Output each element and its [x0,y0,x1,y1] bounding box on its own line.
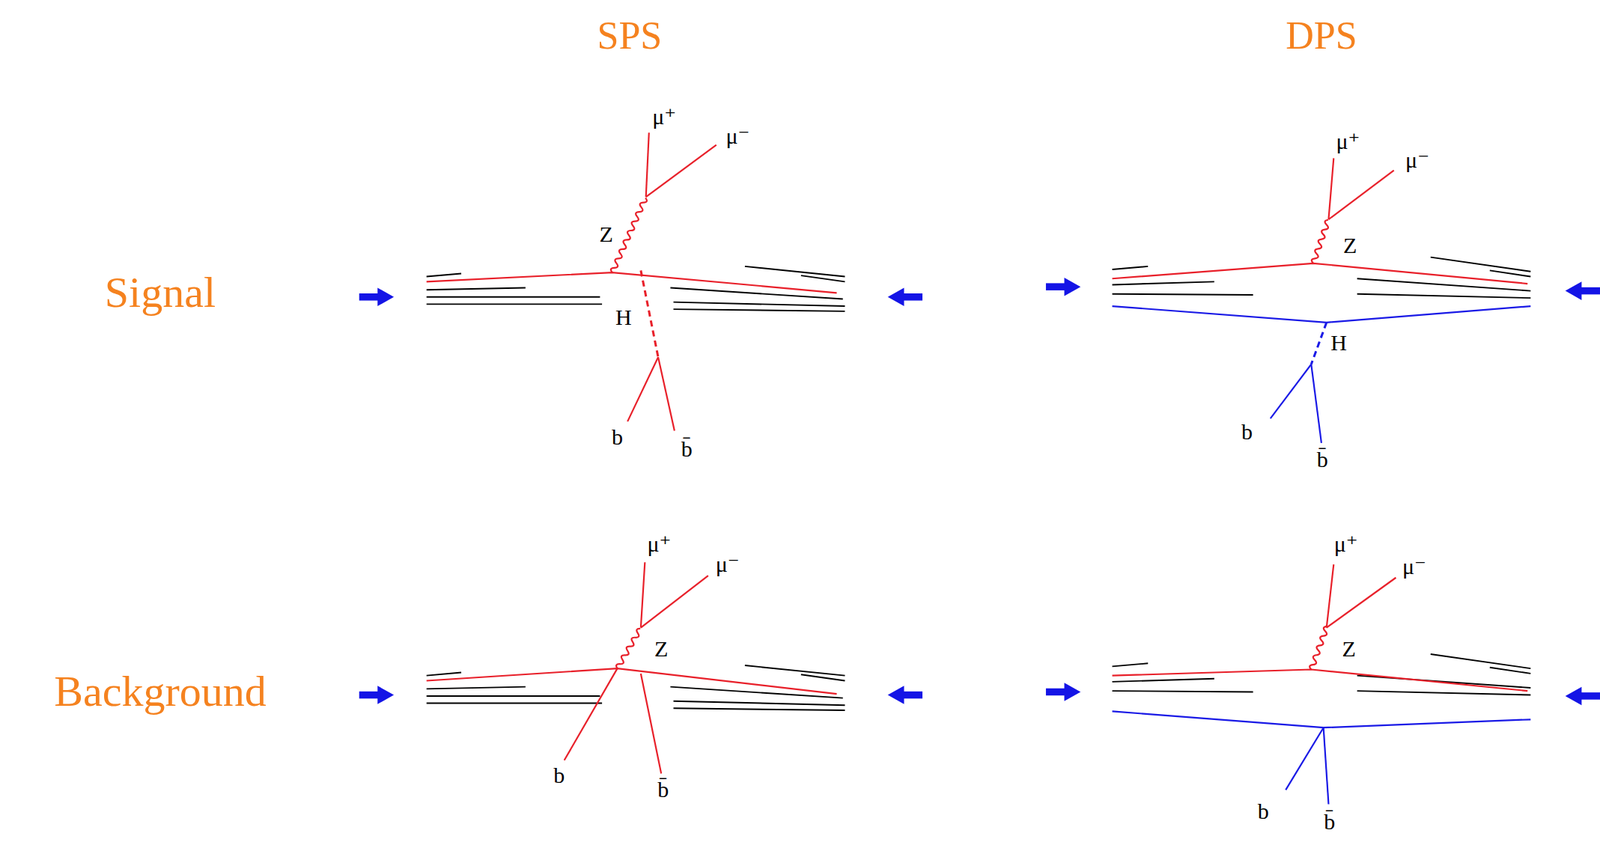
particle-label: b̄ [681,436,693,462]
particle-label: b [553,762,565,788]
particle-label: b̄ [1316,446,1329,472]
particle-label: Z [598,221,613,247]
particle-label: μ⁻ [715,551,740,577]
row-heading: Background [53,667,267,716]
particle-label: b̄ [1323,809,1335,835]
particle-label: Z [1343,232,1357,258]
particle-label: μ⁻ [1402,554,1427,579]
particle-label: μ⁺ [646,531,671,557]
particle-label: b [1257,798,1270,824]
particle-label: μ⁻ [1405,147,1430,173]
particle-label: H [1330,330,1347,355]
particle-label: Z [654,636,668,662]
particle-label: b [611,424,623,450]
particle-label: μ⁺ [1335,128,1360,154]
sps-background-diagram [359,562,923,774]
dps-background-diagram [1045,564,1600,805]
dps-signal-diagram [1045,157,1600,443]
column-heading: DPS [1285,14,1357,57]
particle-label: H [615,304,632,330]
column-heading: SPS [597,14,663,57]
particle-label: μ⁺ [652,104,677,129]
particle-label: b̄ [657,777,669,802]
particle-label: Z [1342,636,1356,662]
sps-signal-diagram [359,132,923,431]
particle-label: b [1241,419,1253,444]
particle-label: μ⁺ [1334,531,1359,557]
particle-label: μ⁻ [725,123,750,149]
row-heading: Signal [104,268,216,317]
